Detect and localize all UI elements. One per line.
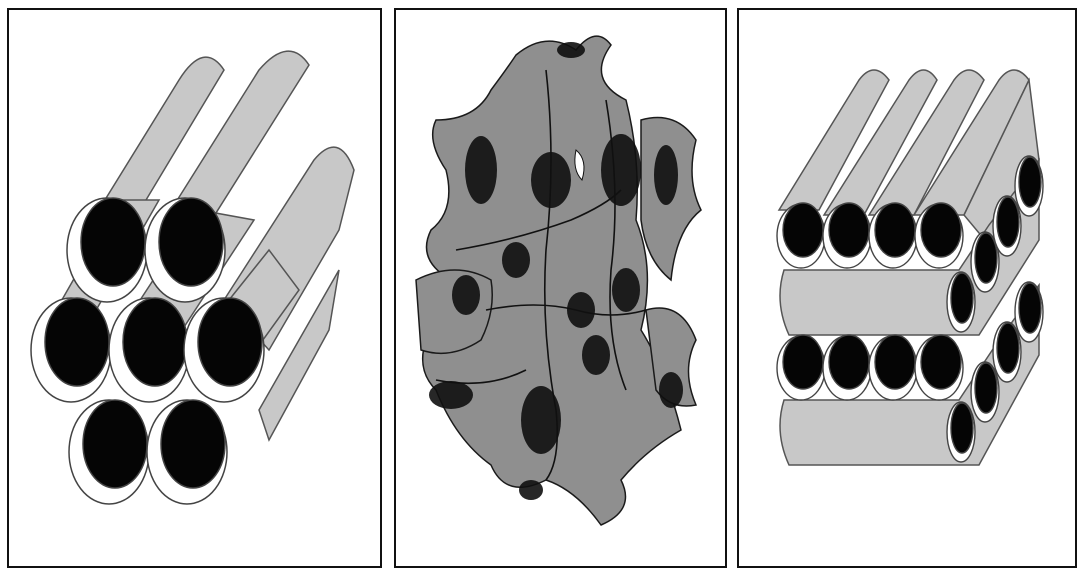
cylinder-hole: [1019, 157, 1041, 207]
cylinder-hole: [875, 203, 915, 257]
cylinder-hole: [198, 298, 262, 386]
gyroid-channel: [531, 152, 571, 208]
gyroid-drawing: [396, 10, 727, 568]
gyroid-channel: [521, 386, 561, 454]
gyroid-channel: [601, 134, 641, 206]
gyroid-channel: [582, 335, 610, 375]
gyroid-left-sheet: [416, 270, 492, 353]
cylinder-hole: [829, 203, 869, 257]
gyroid-channel: [465, 136, 497, 204]
panel-hexagonal-cylinders: [7, 8, 382, 568]
layered-cylinders-drawing: [739, 10, 1077, 568]
cylinder-hole: [783, 203, 823, 257]
gyroid-channel: [519, 480, 543, 500]
gyroid-channel: [502, 242, 530, 278]
cylinder-hole: [997, 197, 1019, 247]
cylinder-hole: [45, 298, 109, 386]
cylinder-hole: [783, 335, 823, 389]
cylinder-hole: [83, 400, 147, 488]
cylinder-hole: [921, 203, 961, 257]
gyroid-channel: [557, 42, 585, 58]
cylinder-hole: [829, 335, 869, 389]
cylinder-hole: [951, 273, 973, 323]
cylinder-hole: [921, 335, 961, 389]
cylinder-hole: [1019, 283, 1041, 333]
cylinder-hole: [123, 298, 187, 386]
hexagonal-cylinders-drawing: [9, 10, 382, 568]
cylinder-hole: [875, 335, 915, 389]
gyroid-channel: [452, 275, 480, 315]
cylinder-hole: [975, 233, 997, 283]
structure-figure: [0, 0, 1079, 550]
gyroid-channel: [654, 145, 678, 205]
gyroid-channel: [659, 372, 683, 408]
cylinder-hole: [997, 323, 1019, 373]
panel-layered-cylinders: [737, 8, 1077, 568]
cylinder-hole: [975, 363, 997, 413]
gyroid-channel: [612, 268, 640, 312]
cylinder-hole: [951, 403, 973, 453]
panel-gyroid-surface: [394, 8, 727, 568]
cylinder-hole: [161, 400, 225, 488]
cylinder-hole: [81, 198, 145, 286]
gyroid-channel: [429, 381, 473, 409]
gyroid-channel: [567, 292, 595, 328]
cylinder-hole: [159, 198, 223, 286]
